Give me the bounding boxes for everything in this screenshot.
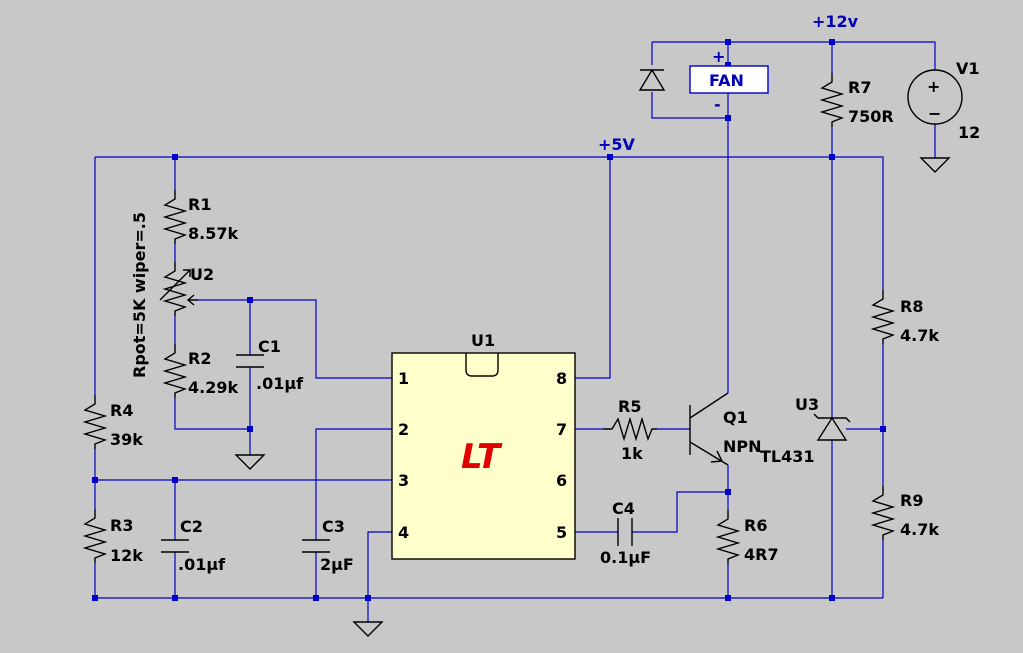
- r8-value: 4.7k: [900, 326, 939, 345]
- u1-pin-1: 1: [398, 369, 409, 388]
- r5-name: R5: [618, 397, 641, 416]
- capacitor-c2[interactable]: C2 .01µf: [161, 517, 226, 574]
- voltage-source-v1[interactable]: + − V1 12: [907, 59, 980, 142]
- resistor-r4[interactable]: R4 39k: [82, 395, 143, 449]
- c1-name: C1: [258, 337, 281, 356]
- capacitor-c1[interactable]: C1 .01µf: [236, 337, 304, 393]
- v1-plus-symbol: +: [927, 77, 940, 96]
- r9-value: 4.7k: [900, 520, 939, 539]
- c3-name: C3: [322, 517, 345, 536]
- r9-name: R9: [900, 491, 923, 510]
- resistor-r3[interactable]: R3 12k: [82, 509, 143, 565]
- v1-name: V1: [956, 59, 980, 78]
- resistor-r2[interactable]: R2 4.29k: [162, 344, 238, 398]
- fan-plus-label: +: [712, 47, 725, 66]
- ic-u1[interactable]: U1 LT 1 2 3 4 5 6 7 8: [391, 331, 576, 560]
- u1-pin-4: 4: [398, 523, 409, 542]
- u3-name: U3: [795, 395, 819, 414]
- fan-component[interactable]: FAN + -: [689, 47, 769, 114]
- r5-value: 1k: [621, 444, 643, 463]
- resistor-r7[interactable]: R7 750R: [819, 73, 894, 127]
- r1-name: R1: [188, 195, 211, 214]
- r1-value: 8.57k: [188, 224, 238, 243]
- resistor-r6[interactable]: R6 4R7: [715, 510, 779, 564]
- u3-type: TL431: [760, 447, 815, 466]
- u1-pin-6: 6: [556, 471, 567, 490]
- u1-pin-5: 5: [556, 523, 567, 542]
- regulator-u3[interactable]: U3 TL431: [760, 395, 851, 466]
- u1-pin-7: 7: [556, 420, 567, 439]
- u1-pin-2: 2: [398, 420, 409, 439]
- r3-name: R3: [110, 516, 133, 535]
- capacitor-c4[interactable]: C4 0.1µF: [600, 499, 651, 567]
- r8-name: R8: [900, 297, 923, 316]
- c4-name: C4: [612, 499, 635, 518]
- linear-tech-logo-icon: LT: [461, 437, 503, 477]
- ground-c1: [234, 454, 266, 470]
- resistor-r5[interactable]: R5 1k: [603, 397, 657, 463]
- c1-value: .01µf: [256, 374, 304, 393]
- c2-name: C2: [180, 517, 203, 536]
- r2-name: R2: [188, 349, 211, 368]
- q1-name: Q1: [723, 408, 748, 427]
- resistor-r8[interactable]: R8 4.7k: [870, 290, 939, 345]
- c2-value: .01µf: [178, 555, 226, 574]
- potentiometer-u2[interactable]: U2 Rpot=5K wiper=.5: [130, 212, 214, 378]
- wire-nodes: [92, 39, 886, 601]
- u2-name: U2: [190, 265, 214, 284]
- v1-minus-symbol: −: [928, 104, 941, 123]
- transistor-q1[interactable]: Q1 NPN: [689, 392, 762, 466]
- ground-main: [352, 621, 384, 637]
- r3-value: 12k: [110, 546, 143, 565]
- r6-value: 4R7: [744, 545, 779, 564]
- q1-type: NPN: [723, 437, 762, 456]
- resistor-r9[interactable]: R9 4.7k: [870, 486, 939, 540]
- r7-name: R7: [848, 78, 871, 97]
- c3-value: 2µF: [320, 555, 354, 574]
- capacitor-c3[interactable]: C3 2µF: [302, 517, 354, 574]
- u1-pin-8: 8: [556, 369, 567, 388]
- r7-value: 750R: [848, 107, 894, 126]
- r4-value: 39k: [110, 430, 143, 449]
- fan-minus-label: -: [714, 95, 721, 114]
- fan-label: FAN: [709, 71, 744, 90]
- u1-name: U1: [471, 331, 495, 350]
- r6-name: R6: [744, 516, 767, 535]
- u1-pin-3: 3: [398, 471, 409, 490]
- r4-name: R4: [110, 401, 133, 420]
- resistor-r1[interactable]: R1 8.57k: [162, 190, 238, 244]
- v1-value: 12: [958, 123, 980, 142]
- net-label-5v: +5V: [598, 135, 636, 154]
- ground-symbols: [234, 157, 951, 637]
- net-label-12v: +12v: [812, 12, 859, 31]
- flyback-diode[interactable]: [638, 68, 666, 91]
- u2-spec: Rpot=5K wiper=.5: [130, 212, 149, 378]
- wires: [94, 41, 936, 622]
- ground-v1: [919, 157, 951, 173]
- c4-value: 0.1µF: [600, 548, 651, 567]
- r2-value: 4.29k: [188, 378, 238, 397]
